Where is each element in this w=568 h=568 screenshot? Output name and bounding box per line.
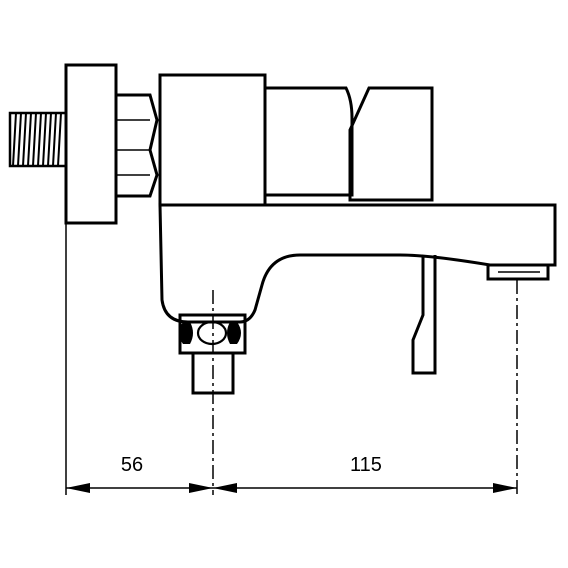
hex-nut <box>114 93 159 198</box>
diverter-handle <box>411 255 437 375</box>
dimension-label-right: 115 <box>350 454 382 476</box>
dimension-label-left: 56 <box>121 454 143 476</box>
spout-outlet <box>486 263 550 281</box>
thread-lines <box>12 112 62 167</box>
dimension-line <box>66 483 517 493</box>
arrow-left-start <box>66 483 90 493</box>
lever-base <box>265 86 434 202</box>
shower-outlet-fitting <box>178 313 247 395</box>
threaded-inlet <box>8 111 68 168</box>
valve-housing <box>158 73 267 207</box>
wall-flange <box>64 63 118 225</box>
arrow-left-end <box>189 483 213 493</box>
arrow-right-end <box>493 483 517 493</box>
arrow-right-start <box>213 483 237 493</box>
